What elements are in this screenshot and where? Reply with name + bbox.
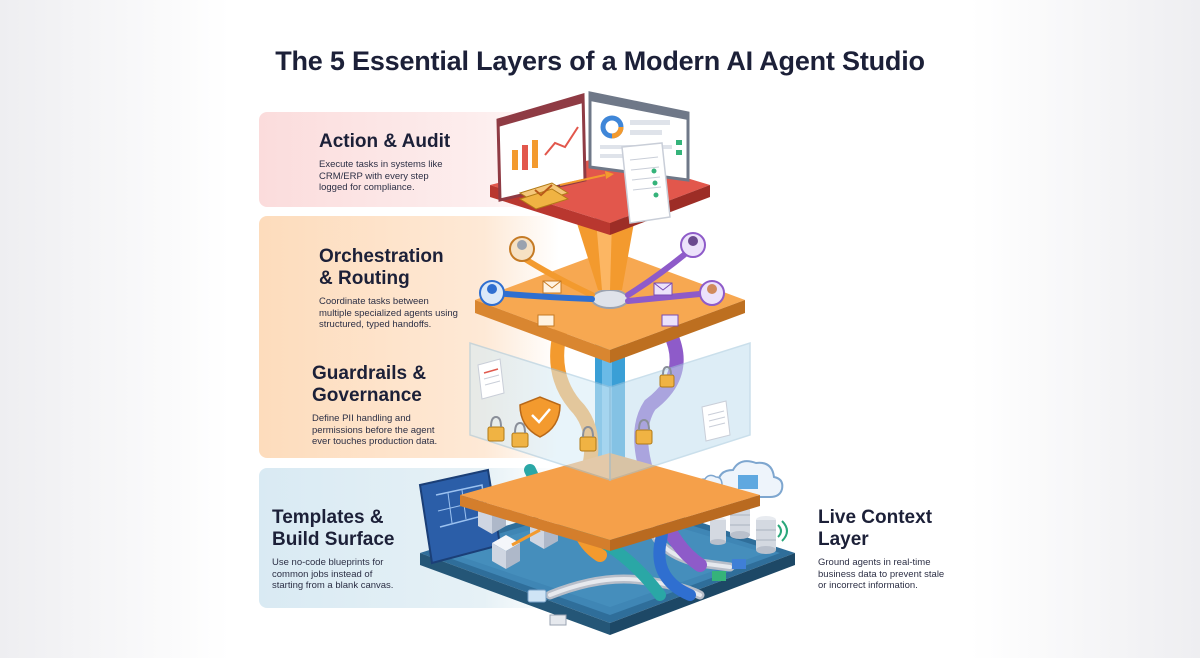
task-stack-icon xyxy=(518,182,570,210)
lock-icon xyxy=(487,365,675,452)
orchestration-routing-title: Orchestration & Routing xyxy=(319,246,444,289)
live-context-section: Live Context Layer Ground agents in real… xyxy=(818,507,978,592)
orchestration-routing-description: Coordinate tasks between multiple specia… xyxy=(319,296,458,330)
guardrails-governance-title: Guardrails & Governance xyxy=(312,363,427,406)
guardrails-governance-description: Define PII handling and permissions befo… xyxy=(312,413,438,447)
templates-build-description: Use no-code blueprints for common jobs i… xyxy=(272,557,394,591)
shield-icon xyxy=(519,396,561,438)
layer-stack-illustration xyxy=(418,91,795,635)
top-funnel xyxy=(575,217,635,290)
orchestration-routing-section: Orchestration & Routing Coordinate tasks… xyxy=(319,246,504,331)
live-context-description: Ground agents in real-time business data… xyxy=(818,557,945,591)
live-context-title: Live Context Layer xyxy=(818,507,933,550)
action-audit-title: Action & Audit xyxy=(319,131,451,152)
audit-log-document-icon xyxy=(621,142,671,224)
guardrails-governance-section: Guardrails & Governance Define PII handl… xyxy=(312,363,492,448)
governance-base-platform xyxy=(460,453,760,551)
action-audit-description: Execute tasks in systems like CRM/ERP wi… xyxy=(319,159,443,193)
agent-avatar-icons xyxy=(479,232,725,306)
signal-icon xyxy=(777,520,788,542)
policy-document-icon xyxy=(477,358,731,442)
templates-build-section: Templates & Build Surface Use no-code bl… xyxy=(272,507,442,592)
action-audit-section: Action & Audit Execute tasks in systems … xyxy=(319,131,499,194)
templates-build-title: Templates & Build Surface xyxy=(272,507,395,550)
envelope-icon xyxy=(537,280,679,327)
small-device-icons xyxy=(527,559,746,626)
routing-hub-icon xyxy=(591,289,629,309)
database-icon xyxy=(710,501,776,554)
action-arrow-icon xyxy=(559,171,614,186)
page-title: The 5 Essential Layers of a Modern AI Ag… xyxy=(275,46,925,77)
